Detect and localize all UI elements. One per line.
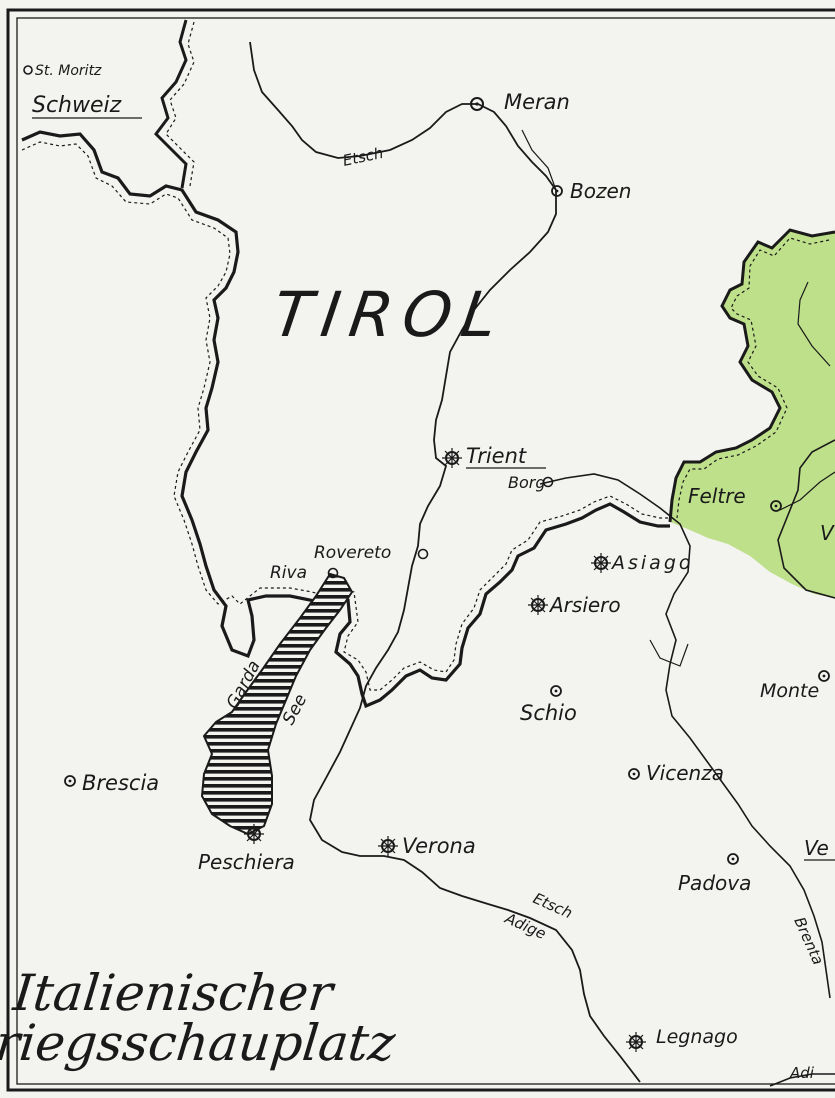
lake-garda <box>200 572 354 836</box>
place-marker-monte-dot <box>822 674 826 678</box>
river-green-3 <box>779 471 835 511</box>
swiss-border-dashes <box>21 141 668 691</box>
venetia-green-region <box>670 230 835 598</box>
place-marker-feltre <box>770 500 782 512</box>
place-label-legnago: Legnago <box>656 1026 738 1048</box>
place-label-borg: Borg <box>508 473 546 492</box>
place-marker-st-moritz <box>23 65 33 75</box>
place-label-padova: Padova <box>678 871 751 895</box>
place-label-peschiera: Peschiera <box>198 850 295 874</box>
place-label-trient: Trient <box>466 444 527 468</box>
place-label-ve: Ve <box>804 836 829 860</box>
place-marker-bozen <box>551 185 563 197</box>
place-label-vicenza: Vicenza <box>646 761 724 785</box>
place-label-verona: Verona <box>402 834 476 858</box>
place-marker-arsiero <box>528 595 548 615</box>
swiss-border <box>21 130 670 709</box>
river-brenta <box>539 473 831 999</box>
place-marker-meran-dot <box>475 102 479 106</box>
place-label-monte: Monte <box>760 680 819 702</box>
country-label-schweiz: Schweiz <box>32 93 122 118</box>
place-label-arsiero: Arsiero <box>548 593 621 617</box>
map-title-line2: Kriegsschauplatz <box>0 1013 399 1072</box>
place-label-bozen: Bozen <box>570 179 631 203</box>
river-label-adi: Adi <box>789 1064 815 1082</box>
map-title-line1: Italienischer <box>10 963 339 1022</box>
place-label-brescia: Brescia <box>82 771 159 795</box>
place-label-asiago: Asiago <box>610 552 694 574</box>
place-marker-peschiera <box>244 824 264 844</box>
river-green-2 <box>797 281 831 367</box>
inner-frame <box>16 17 835 1085</box>
place-marker-padova <box>727 853 739 865</box>
river-eisack <box>521 129 557 191</box>
place-marker-schio <box>550 685 562 697</box>
place-marker-asiago <box>591 553 611 573</box>
river-green-1 <box>777 439 835 599</box>
place-marker-borg <box>542 476 554 488</box>
place-marker-riva <box>327 567 339 579</box>
venetia-border <box>668 228 835 523</box>
place-label-feltre: Feltre <box>688 484 746 508</box>
swiss-border-north <box>154 19 188 189</box>
swiss-border-north-dashes <box>165 21 195 187</box>
place-marker-vicenza <box>628 768 640 780</box>
place-marker-rovereto <box>417 548 429 560</box>
place-marker-padova-dot <box>731 857 735 861</box>
place-marker-trient <box>442 448 462 468</box>
place-label-cutoff-v: V <box>820 521 835 545</box>
place-marker-feltre-dot <box>774 504 778 508</box>
place-marker-verona <box>378 836 398 856</box>
place-label-st-moritz: St. Moritz <box>35 63 102 79</box>
place-marker-legnago <box>626 1032 646 1052</box>
place-marker-bozen-dot <box>555 189 559 193</box>
place-marker-schio-dot <box>554 689 558 693</box>
place-marker-vicenza-dot <box>632 772 636 776</box>
place-label-riva: Riva <box>270 563 307 583</box>
place-marker-brescia-dot <box>68 779 72 783</box>
venetia-border-dashes <box>676 237 830 519</box>
river-adi-south <box>769 1073 835 1087</box>
place-label-schio: Schio <box>520 701 577 725</box>
river-etsch <box>249 41 641 1083</box>
outer-frame <box>6 8 835 1092</box>
place-marker-meran <box>470 97 484 111</box>
place-marker-brescia <box>64 775 76 787</box>
river-brenta-trib <box>649 639 689 667</box>
place-label-meran: Meran <box>504 90 570 114</box>
region-label-tirol: TIROL <box>269 278 512 351</box>
place-marker-monte <box>818 670 830 682</box>
place-label-rovereto: Rovereto <box>314 543 391 563</box>
